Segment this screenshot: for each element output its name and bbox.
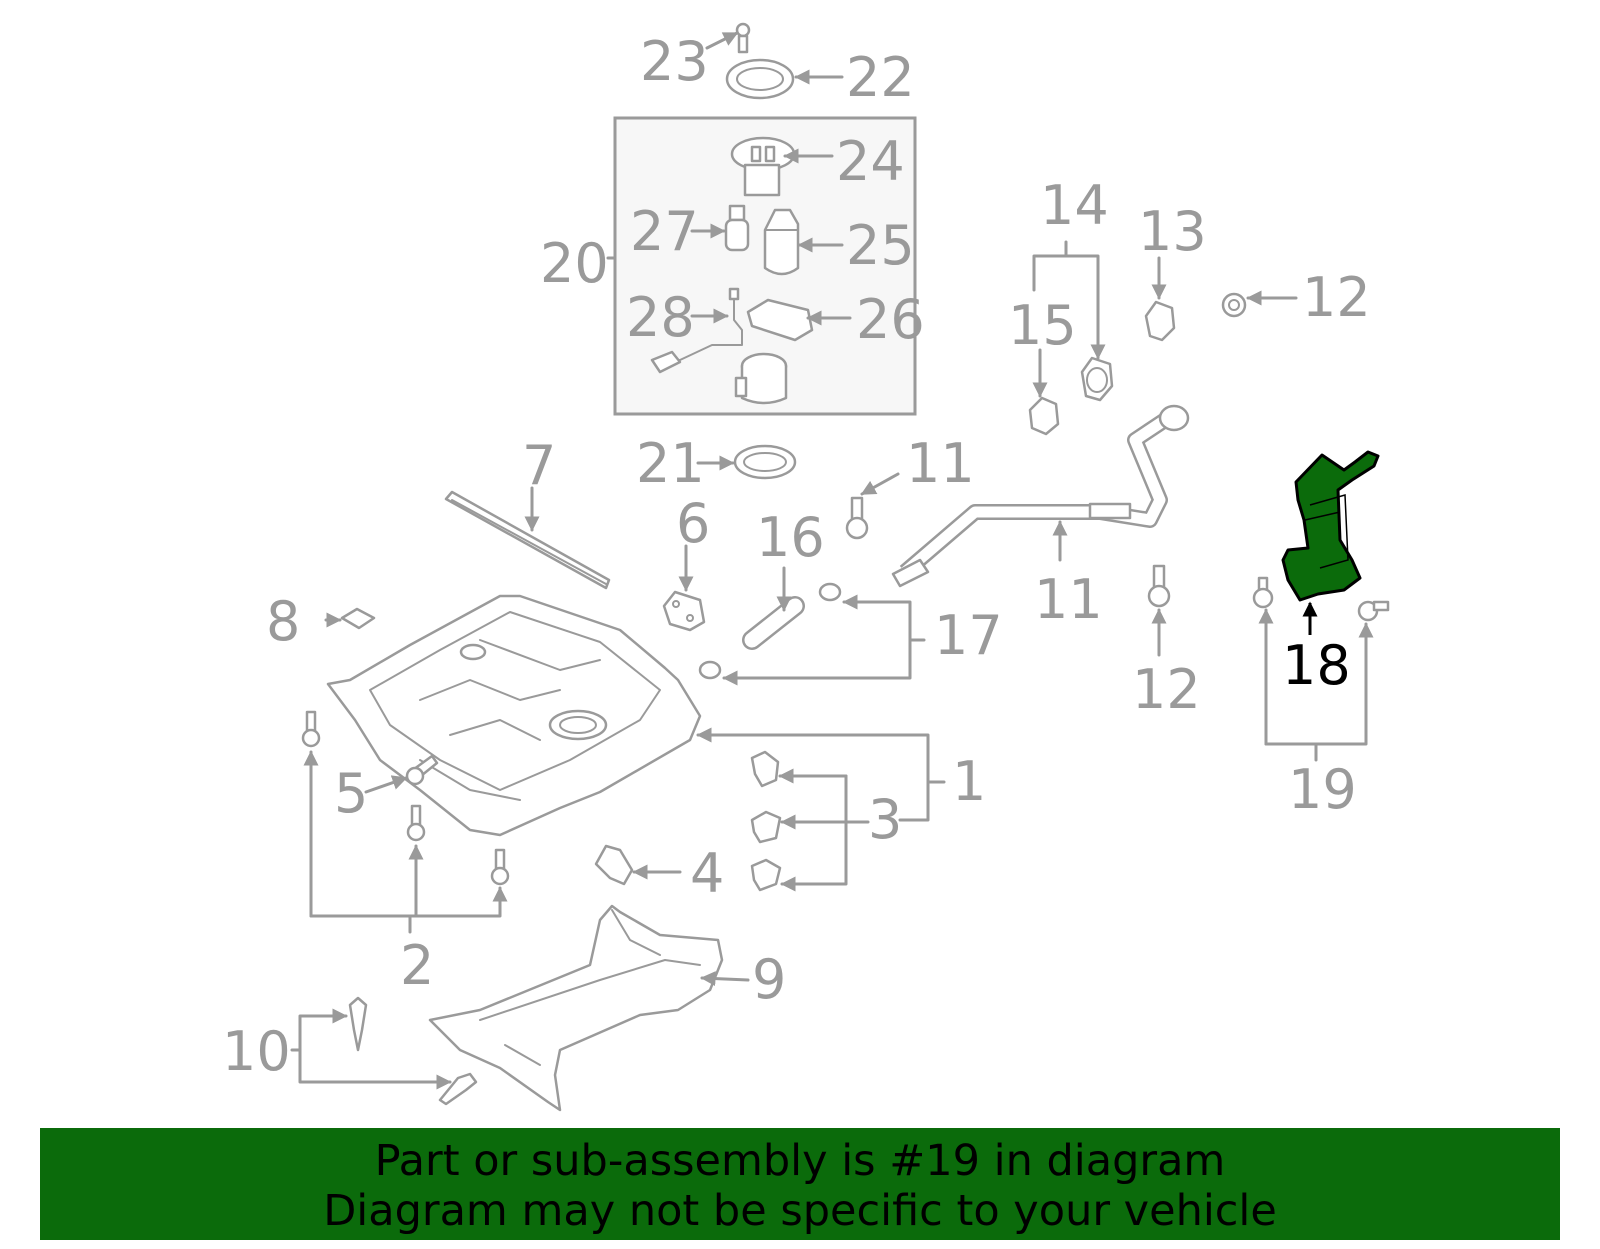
callout-28: 27	[630, 200, 699, 263]
callout-12b: 12	[1132, 658, 1201, 721]
callout-26: 25	[846, 214, 915, 277]
part-15-ring[interactable]	[1080, 356, 1114, 402]
part-7-insulator-strip[interactable]	[444, 490, 611, 590]
callout-13: 12	[1302, 266, 1371, 329]
part-6-bracket[interactable]	[662, 590, 706, 632]
part-18-clamps[interactable]	[698, 582, 842, 680]
fuel-pump-body[interactable]	[734, 352, 788, 405]
part-17-hose[interactable]	[742, 596, 805, 650]
part-9-heat-shield[interactable]	[428, 904, 724, 1112]
callout-5: 5	[334, 762, 368, 825]
callout-16: 15	[1008, 294, 1077, 357]
part-13-grommet[interactable]	[1221, 292, 1247, 318]
callout-22: 21	[636, 432, 705, 495]
part-2-bolts[interactable]	[301, 710, 510, 886]
part-25-pump-cover[interactable]	[730, 136, 796, 197]
callout-4: 4	[690, 842, 724, 905]
part-20-bolts[interactable]	[1252, 576, 1390, 622]
callout-20: 19	[1288, 758, 1357, 821]
part-14-cap[interactable]	[1144, 300, 1176, 342]
part-19-highlighted-shield[interactable]	[1281, 450, 1380, 602]
part-26-filter[interactable]	[763, 208, 800, 276]
callout-29: 28	[626, 286, 695, 349]
banner-line-2: Diagram may not be specific to your vehi…	[323, 1186, 1277, 1236]
part-23-gasket[interactable]	[725, 58, 795, 100]
part-8-pad[interactable]	[340, 607, 376, 630]
callout-10: 10	[222, 1020, 291, 1083]
callout-6: 6	[676, 492, 710, 555]
part-5-bolt[interactable]	[405, 754, 439, 786]
part-22-gasket[interactable]	[733, 444, 797, 480]
callout-7: 7	[522, 434, 556, 497]
info-banner: Part or sub-assembly is #19 in diagram D…	[40, 1128, 1560, 1240]
callout-21: 20	[540, 232, 609, 295]
part-29-sender[interactable]	[650, 287, 743, 374]
part-1-fuel-tank[interactable]	[326, 594, 702, 837]
callout-23: 22	[846, 46, 915, 109]
callout-2: 2	[400, 934, 434, 997]
callout-15: 14	[1040, 174, 1109, 237]
part-12-bolt-lower[interactable]	[1147, 564, 1171, 608]
callout-17: 16	[756, 506, 825, 569]
callout-12: 11	[906, 432, 975, 495]
callout-3: 3	[868, 788, 902, 851]
callout-19: 18	[1282, 634, 1351, 697]
part-24-screw[interactable]	[735, 22, 751, 54]
callout-24: 23	[640, 30, 709, 93]
callout-8: 8	[266, 590, 300, 653]
part-28-regulator[interactable]	[724, 204, 750, 252]
part-12-bolt-upper[interactable]	[845, 496, 869, 540]
banner-line-1: Part or sub-assembly is #19 in diagram	[374, 1136, 1226, 1186]
callout-27: 26	[856, 288, 925, 351]
callout-11: 11	[1034, 568, 1103, 631]
leader-lines	[290, 31, 1374, 1090]
callout-labels: 23 22 24 27 25 20 28 26 21 7 14 13 12 15…	[222, 30, 1371, 1083]
part-11-filler-pipe[interactable]	[891, 404, 1190, 588]
part-16-cap[interactable]	[1028, 396, 1060, 436]
callout-14: 13	[1138, 200, 1207, 263]
part-27-strainer[interactable]	[746, 298, 814, 342]
callout-1: 1	[952, 750, 986, 813]
callout-18: 17	[934, 604, 1003, 667]
part-10-clips[interactable]	[348, 996, 478, 1106]
callout-9: 9	[752, 948, 786, 1011]
part-3-clips[interactable]	[750, 750, 782, 892]
callout-25: 24	[836, 130, 905, 193]
part-4-bracket[interactable]	[594, 844, 634, 886]
